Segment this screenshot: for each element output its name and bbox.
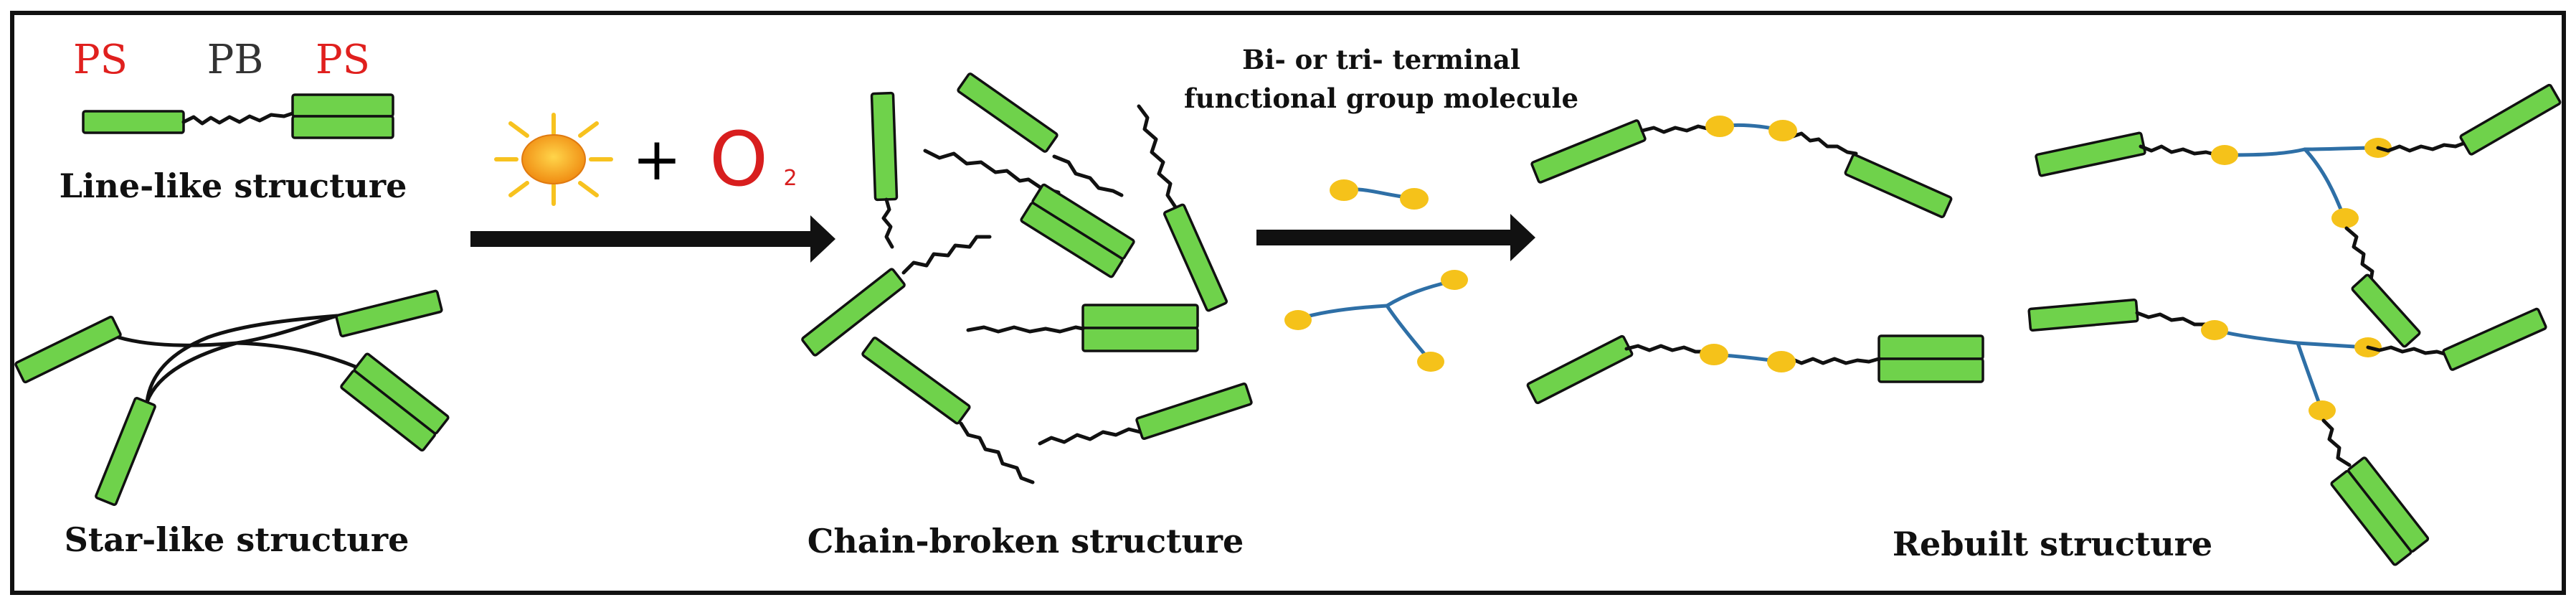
rebuilt-linear-upper [1530,116,1953,218]
pb-chain [959,421,1035,484]
pb-chain [1038,427,1142,446]
molecule-caption-line2: functional group molecule [1184,83,1578,114]
ps-block [95,396,156,507]
ps-block [335,289,443,338]
ps-block [1877,357,1984,383]
functional-end [2201,320,2228,340]
ps-block [870,91,899,202]
pb-chain [923,149,1061,194]
pb-chain [2344,226,2374,282]
pb-chain [881,197,894,249]
rebuilt-label: Rebuilt structure [1893,525,2212,563]
line-like-structure: PS PB PS Line-like structure [60,37,407,205]
functional-end [1400,188,1429,210]
ps-block [2035,131,2146,177]
ps-block [340,370,437,452]
chain-broken-structure: Chain-broken structure [801,72,1253,561]
ps-block [2459,83,2562,156]
pb-chain [145,314,339,404]
pb-chain [2366,345,2449,357]
ps-block [2351,273,2421,348]
functional-end [1330,179,1358,201]
ps-block [291,115,394,139]
functional-end [1284,310,1312,330]
ps-block [957,72,1059,153]
pb-chain [2321,418,2352,467]
functional-end [1441,270,1468,290]
sun-icon [494,113,613,206]
ps-block [14,315,122,384]
pb-chain [901,235,992,275]
functional-end [2331,208,2359,228]
rebuilt-star-lower [2027,299,2547,566]
functional-end [2211,145,2238,165]
functional-molecule-caption: Bi- or tri- terminal functional group mo… [1184,44,1578,114]
ps-block [801,268,906,357]
rebuilt-star-upper [2035,83,2562,348]
right-arrow-icon [470,215,835,263]
pb-chain [235,341,364,372]
functional-end [1700,344,1728,365]
functional-end [1417,352,1444,372]
ps-block [1081,304,1199,329]
pb-chain [966,325,1085,334]
line-like-label: Line-like structure [60,167,407,205]
functional-end [1767,351,1796,372]
pb-chain [2376,140,2469,153]
functional-end [1705,116,1734,137]
right-arrow-icon [1256,214,1535,261]
pb-chain [1052,154,1124,197]
rebuilt-linear-lower [1526,334,1984,405]
ps-block [1526,334,1634,405]
ps-block [861,337,971,425]
tri-terminal-molecule [1284,270,1468,372]
ps-right-label: PS [316,37,370,83]
ps-block [1877,334,1984,360]
bi-terminal-molecule [1330,179,1429,210]
ps-block [1020,202,1124,278]
pb-chain [1781,128,1858,156]
chain-broken-label: Chain-broken structure [808,522,1244,561]
pb-label: PB [207,37,264,83]
pb-chain [235,314,339,345]
ps-left-label: PS [73,37,128,83]
oxygen-subscript: 2 [783,166,797,191]
pb-chain [116,335,239,347]
molecule-caption-line1: Bi- or tri- terminal [1242,44,1520,75]
functional-end [2309,400,2336,421]
functional-end [1768,120,1797,141]
star-like-label: Star-like structure [65,520,409,559]
oxygen-letter: O [709,116,768,203]
pb-chain [1779,357,1881,365]
ps-block [1081,327,1199,352]
ps-block [1163,203,1228,312]
pb-chain [181,111,295,126]
ps-block [1135,383,1253,440]
ps-block [291,93,394,118]
plus-sign: + [633,126,682,194]
ps-block [1844,154,1953,218]
pb-chain [1137,104,1178,210]
ps-block [2027,299,2139,332]
ps-block [82,110,185,134]
ps-block [2442,307,2547,371]
ps-block [2330,469,2412,566]
star-like-structure: Star-like structure [14,289,450,559]
oxygen-formula: O 2 [709,116,797,203]
